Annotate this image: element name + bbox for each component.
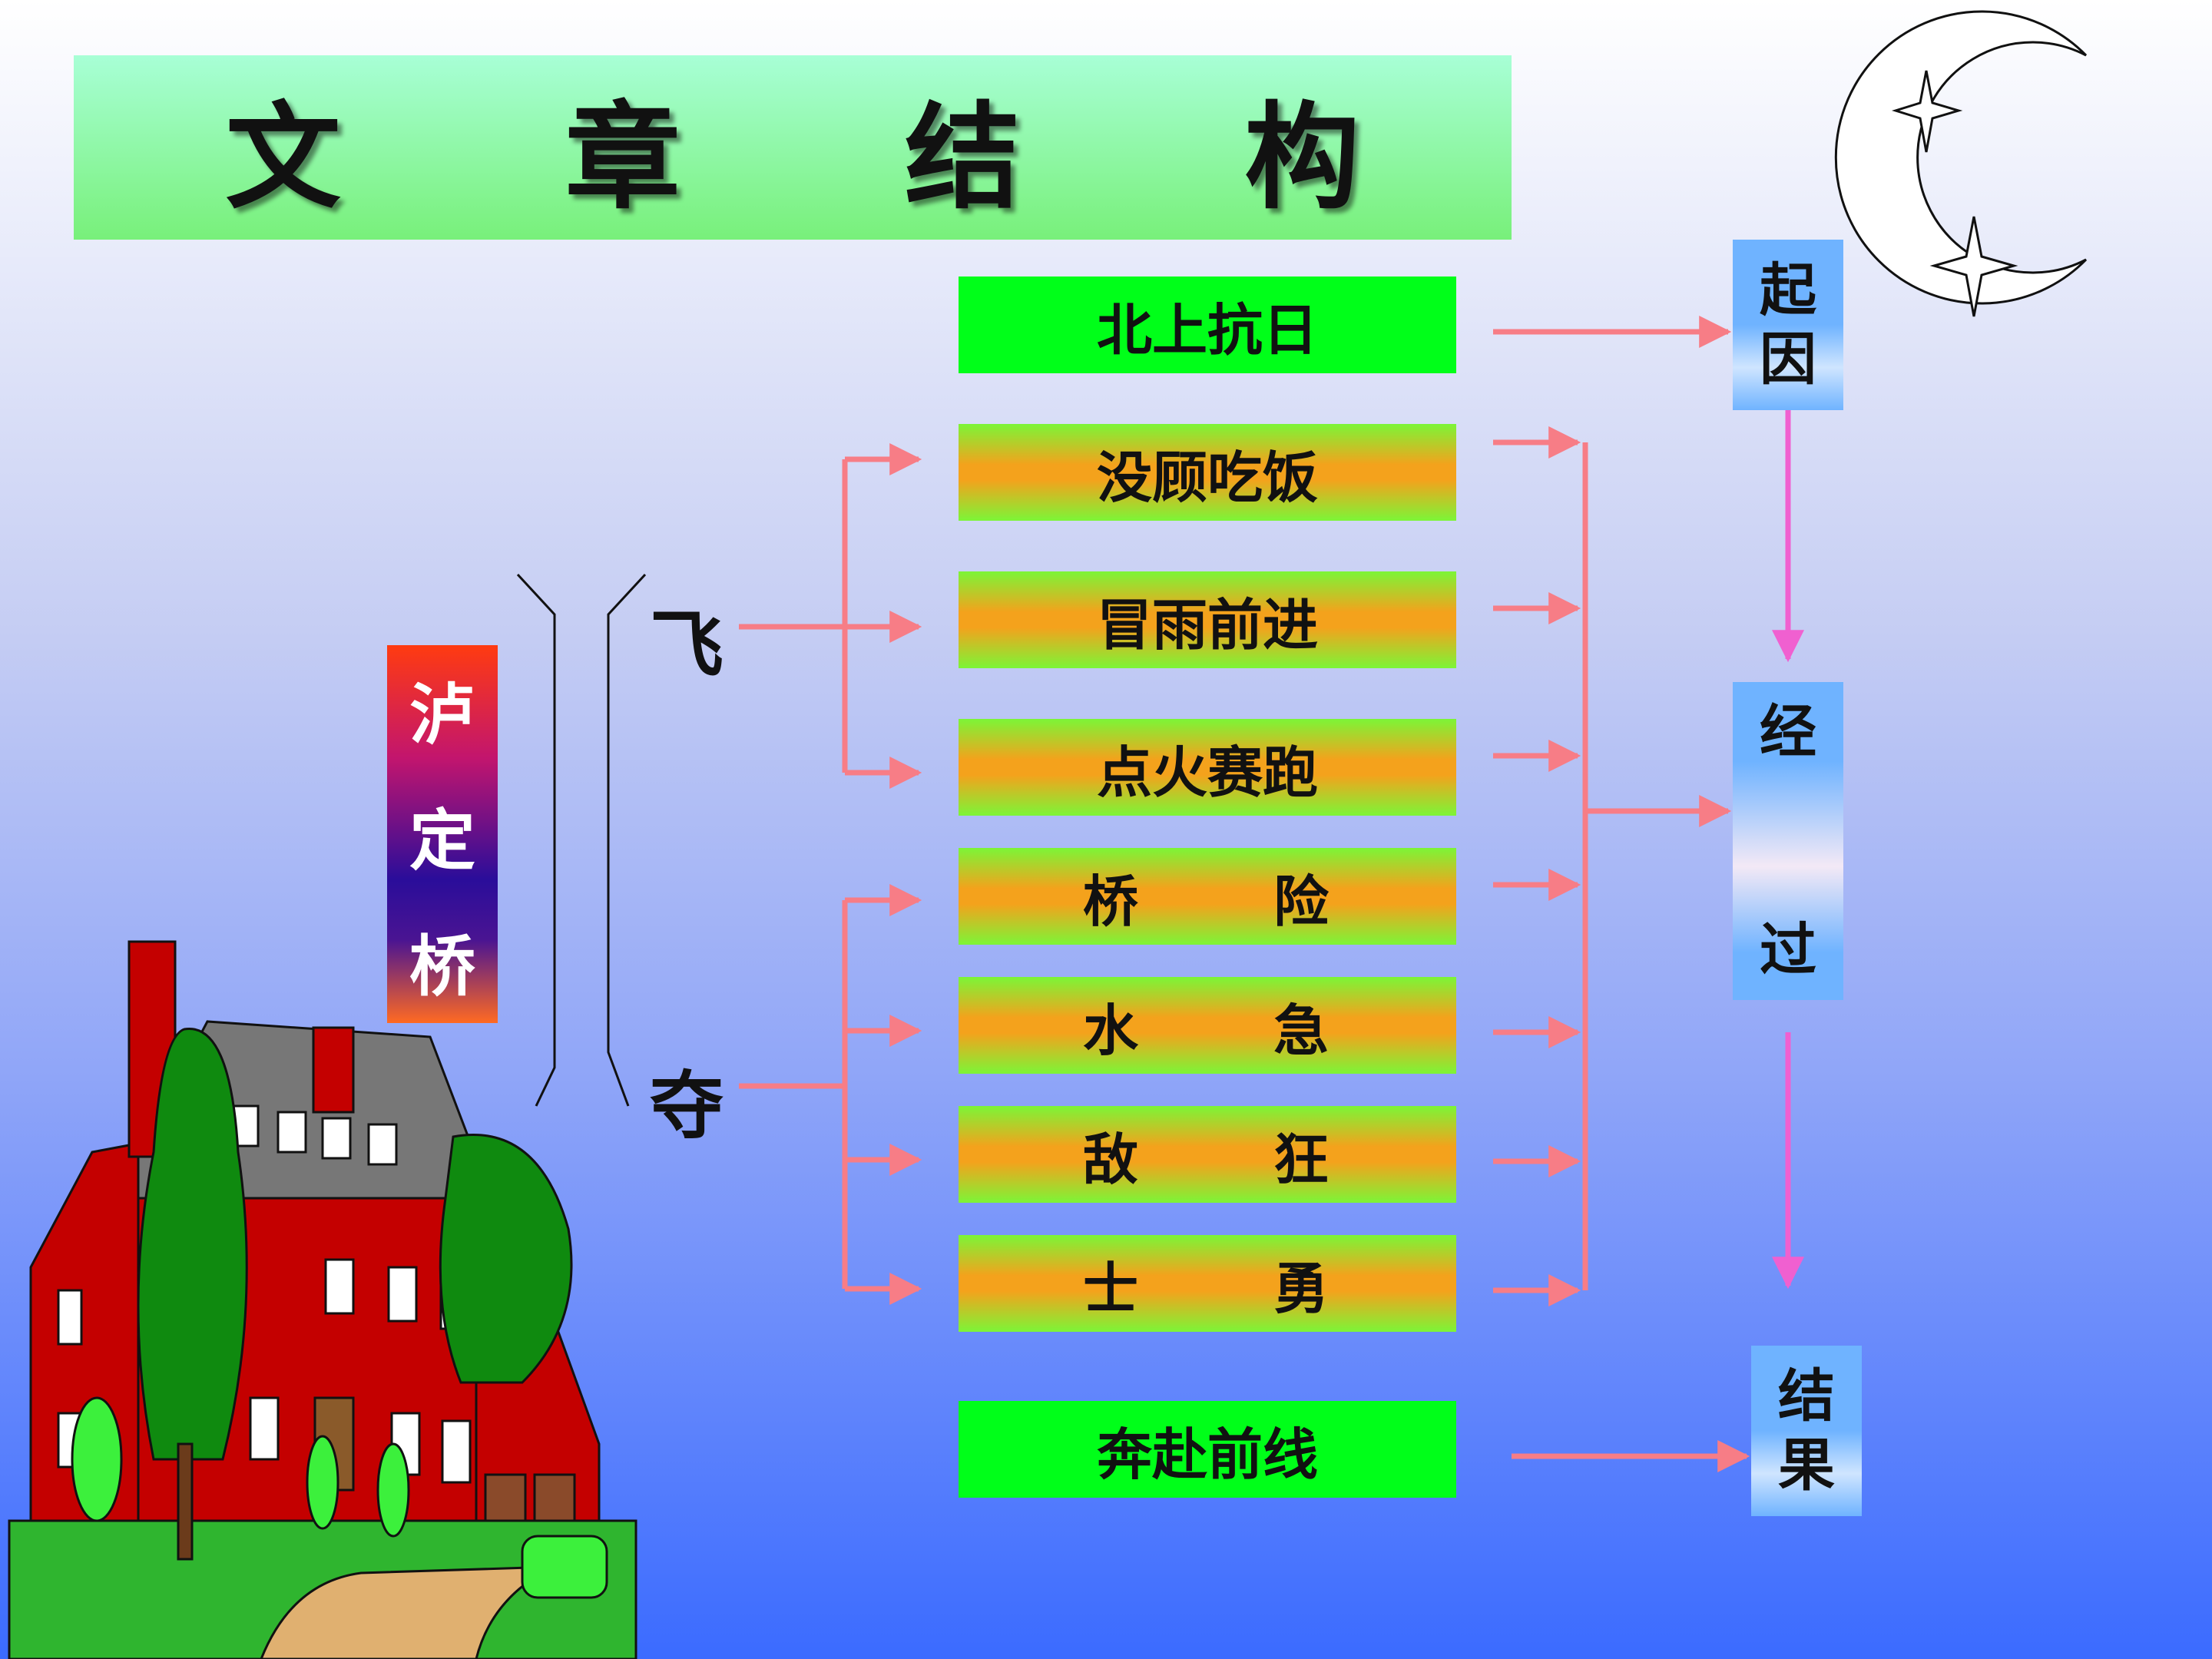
event-box: 点火赛跑	[959, 719, 1456, 816]
event-box: 没顾吃饭	[959, 424, 1456, 521]
event-left: 士	[1083, 1256, 1139, 1321]
event-right: 狂	[1273, 1127, 1329, 1192]
seize-connectors	[739, 884, 922, 1305]
event-box: 敌 狂	[959, 1106, 1456, 1203]
phase-cause: 起 因	[1733, 240, 1843, 410]
phase-char: 因	[1760, 326, 1816, 392]
phase-process: 经 过	[1733, 682, 1843, 1000]
bridge-brackets	[516, 573, 647, 1107]
event-left: 敌	[1083, 1127, 1139, 1192]
branch-seize: 夺	[650, 1063, 724, 1149]
house-illustration	[8, 940, 637, 1659]
event-box-start: 北上抗日	[959, 276, 1456, 373]
event-text: 北上抗日	[1096, 297, 1318, 363]
event-text: 奔赴前线	[1096, 1422, 1318, 1487]
event-box-end: 奔赴前线	[959, 1401, 1456, 1498]
event-text: 点火赛跑	[1096, 740, 1318, 805]
phase-char: 过	[1760, 917, 1816, 983]
event-box: 冒雨前进	[959, 571, 1456, 668]
bridge-label: 泸 定 桥	[387, 645, 498, 1023]
right-bracket	[607, 573, 647, 1107]
event-left: 水	[1083, 998, 1139, 1063]
bridge-char: 桥	[409, 928, 475, 1005]
phase-char: 果	[1778, 1432, 1835, 1498]
event-text: 没顾吃饭	[1096, 445, 1318, 510]
phase-char: 结	[1778, 1363, 1835, 1429]
phase-result: 结 果	[1751, 1346, 1862, 1516]
branch-fly: 飞	[650, 602, 724, 688]
phase-char: 起	[1760, 257, 1816, 323]
event-right: 勇	[1273, 1256, 1329, 1321]
bridge-char: 泸	[409, 676, 475, 753]
event-box: 士 勇	[959, 1235, 1456, 1332]
event-box: 桥 险	[959, 848, 1456, 945]
page-title: 文 章 结 构	[225, 91, 1452, 225]
event-box: 水 急	[959, 977, 1456, 1074]
event-right: 险	[1273, 869, 1329, 934]
phase-char: 经	[1760, 699, 1816, 765]
event-text: 冒雨前进	[1096, 592, 1318, 657]
left-bracket	[516, 573, 556, 1107]
event-right: 急	[1273, 998, 1329, 1063]
event-left: 桥	[1083, 869, 1139, 934]
bridge-char: 定	[409, 802, 475, 879]
fly-connectors	[739, 443, 922, 789]
collect-connectors	[1493, 316, 1750, 1472]
title-banner: 文 章 结 构	[74, 55, 1512, 240]
star-icon	[1891, 70, 2018, 317]
